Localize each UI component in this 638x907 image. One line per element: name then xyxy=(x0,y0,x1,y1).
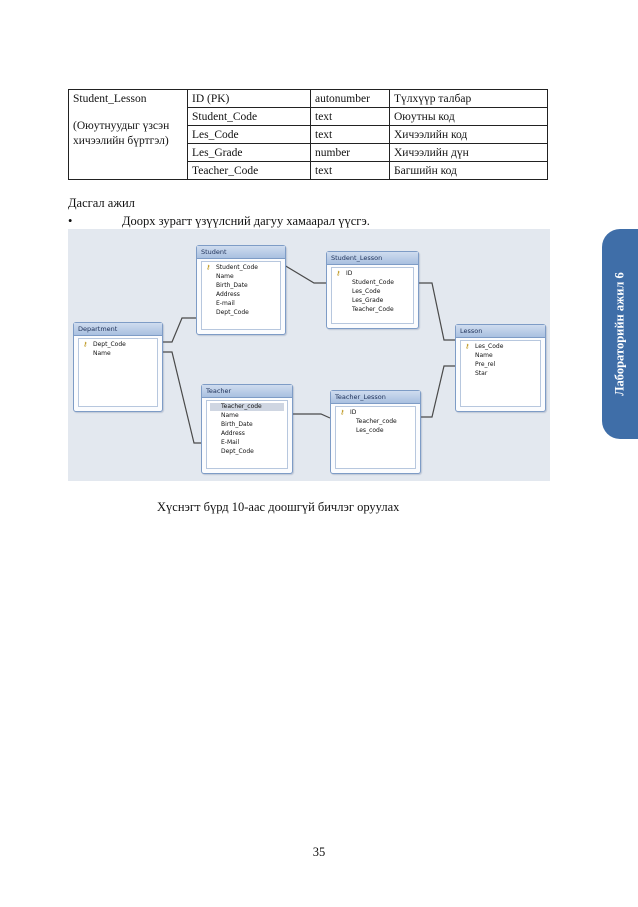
entity-field: Name xyxy=(221,412,239,419)
entity-field: Name xyxy=(475,352,493,359)
field-description: Багшийн код xyxy=(389,161,548,180)
entity-title: Student xyxy=(197,246,285,259)
entity-field-selected: Teacher_code xyxy=(210,403,284,411)
entity-title: Lesson xyxy=(456,325,545,338)
entity-field: Teacher_Code xyxy=(352,306,394,313)
relationship-lines xyxy=(161,264,455,444)
key-icon: ⚷ xyxy=(83,341,88,348)
entity-body: ⚷ ID Student_Code Les_Code Les_Grade Tea… xyxy=(331,267,414,324)
relation-line xyxy=(283,264,326,284)
entity-field: E-mail xyxy=(216,300,235,307)
field-name: Les_Code xyxy=(187,125,311,144)
entity-field: ID xyxy=(350,409,357,416)
entity-field: Student_Code xyxy=(216,264,258,271)
entity-field: Les_Code xyxy=(475,343,504,350)
entity-body: ⚷ Student_Code Name Birth_Date Address E… xyxy=(201,261,281,330)
key-icon: ⚷ xyxy=(340,409,345,416)
entity-department[interactable]: Department ⚷ Dept_Code Name xyxy=(73,322,163,412)
entity-teacher[interactable]: Teacher ⚷ Teacher_code Name Birth_Date A… xyxy=(201,384,293,474)
entity-field: Les_Code xyxy=(352,288,381,295)
field-description: Оюутны код xyxy=(389,107,548,126)
table-row: Les_Code text Хичээлийн код xyxy=(69,125,548,144)
relationship-diagram: Student ⚷ Student_Code Name Birth_Date A… xyxy=(68,229,550,481)
entity-teacher-lesson[interactable]: Teacher_Lesson ⚷ ID Teacher_code Les_cod… xyxy=(330,390,421,474)
entity-field: Name xyxy=(93,350,111,357)
table-row: Teacher_Code text Багшийн код xyxy=(69,161,548,180)
entity-student-lesson[interactable]: Student_Lesson ⚷ ID Student_Code Les_Cod… xyxy=(326,251,419,329)
field-description: Хичээлийн код xyxy=(389,125,548,144)
entity-title: Teacher xyxy=(202,385,292,398)
field-description: Хичээлийн дүн xyxy=(389,143,548,162)
entity-field: ID xyxy=(346,270,353,277)
table-description: (Оюутнуудыг үзсэн хичээлийн бүртгэл) xyxy=(73,120,170,147)
field-table: Student_Lesson (Оюутнуудыг үзсэн хичээли… xyxy=(68,89,548,180)
bullet-text: Доорх зурагт үзүүлсний дагуу хамаарал үү… xyxy=(122,214,370,228)
caption: Хүснэгт бүрд 10-аас доошгүй бичлэг оруул… xyxy=(157,500,400,514)
entity-student[interactable]: Student ⚷ Student_Code Name Birth_Date A… xyxy=(196,245,286,335)
entity-field: Student_Code xyxy=(352,279,394,286)
entity-field: Les_Grade xyxy=(352,297,384,304)
field-type: text xyxy=(310,161,390,180)
entity-field: Dept_Code xyxy=(216,309,249,316)
entity-title: Department xyxy=(74,323,162,336)
field-type: text xyxy=(310,107,390,126)
section-label: Дасгал ажил xyxy=(68,196,135,210)
entity-body: ⚷ Teacher_code Name Birth_Date Address E… xyxy=(206,400,288,469)
relation-line xyxy=(419,365,455,418)
entity-field: Birth_Date xyxy=(221,421,253,428)
key-icon: ⚷ xyxy=(465,343,470,350)
entity-field: Pre_rel xyxy=(475,361,496,368)
relation-line xyxy=(161,317,196,343)
field-description: Түлхүүр талбар xyxy=(389,89,548,108)
field-name: Student_Code xyxy=(187,107,311,126)
entity-title: Teacher_Lesson xyxy=(331,391,420,404)
entity-field: Star xyxy=(475,370,488,377)
key-icon: ⚷ xyxy=(206,264,211,271)
field-type: text xyxy=(310,125,390,144)
entity-field: Name xyxy=(216,273,234,280)
relation-line xyxy=(291,413,331,419)
entity-field: Address xyxy=(221,430,245,437)
entity-field: E-Mail xyxy=(221,439,240,446)
chapter-side-tab: Лабораторийн ажил 6 xyxy=(602,229,638,439)
relation-line xyxy=(417,282,455,341)
field-name: ID (PK) xyxy=(187,89,311,108)
table-name: Student_Lesson xyxy=(73,93,147,105)
side-tab-label: Лабораторийн ажил 6 xyxy=(612,272,627,396)
field-type: number xyxy=(310,143,390,162)
field-name: Teacher_Code xyxy=(187,161,311,180)
relation-line xyxy=(161,351,201,444)
field-type: autonumber xyxy=(310,89,390,108)
page-number: 35 xyxy=(312,845,326,859)
entity-body: ⚷ Dept_Code Name xyxy=(78,338,158,407)
entity-field: Address xyxy=(216,291,240,298)
table-name-cell: Student_Lesson (Оюутнуудыг үзсэн хичээли… xyxy=(68,89,188,180)
entity-field: Dept_Code xyxy=(221,448,254,455)
entity-field: Birth_Date xyxy=(216,282,248,289)
entity-title: Student_Lesson xyxy=(327,252,418,265)
entity-field: Teacher_code xyxy=(356,418,397,425)
entity-field: Les_code xyxy=(356,427,384,434)
key-icon: ⚷ xyxy=(336,270,341,277)
bullet-symbol: • xyxy=(68,214,73,228)
entity-body: ⚷ Les_Code Name Pre_rel Star xyxy=(460,340,541,407)
table-row: Student_Lesson (Оюутнуудыг үзсэн хичээли… xyxy=(68,89,548,180)
entity-field: Dept_Code xyxy=(93,341,126,348)
field-name: Les_Grade xyxy=(187,143,311,162)
entity-lesson[interactable]: Lesson ⚷ Les_Code Name Pre_rel Star xyxy=(455,324,546,412)
entity-body: ⚷ ID Teacher_code Les_code xyxy=(335,406,416,469)
